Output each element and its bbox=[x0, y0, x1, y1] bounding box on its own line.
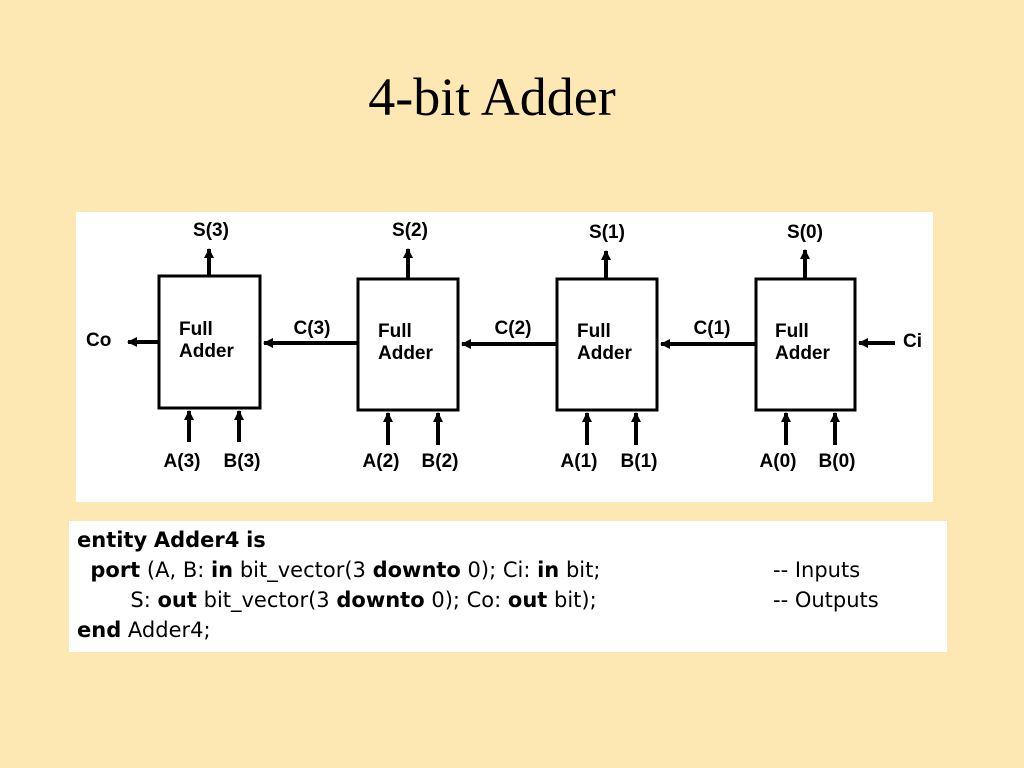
keyword-in: in bbox=[210, 558, 234, 582]
full-adder-label-line1: Full bbox=[577, 321, 611, 342]
full-adder-label-line1: Full bbox=[775, 321, 809, 342]
full-adder-0: Full Adder S(0) A(0) B(0) bbox=[754, 222, 857, 472]
input-a-label: A(1) bbox=[561, 451, 598, 472]
code-text: 0); Ci: bbox=[467, 558, 538, 582]
full-adder-label-line1: Full bbox=[179, 319, 213, 340]
sum-label: S(3) bbox=[193, 220, 229, 241]
comment-inputs: -- Inputs bbox=[773, 558, 861, 582]
input-a-label: A(3) bbox=[164, 451, 201, 472]
keyword-entity: entity bbox=[77, 528, 148, 552]
carry-label-1: C(1) bbox=[694, 318, 731, 339]
input-b-label: B(2) bbox=[422, 451, 459, 472]
code-line-port: port (A, B: in bit_vector(3 downto 0); C… bbox=[77, 555, 947, 585]
input-a-label: A(2) bbox=[363, 451, 400, 472]
input-a-label: A(0) bbox=[760, 451, 797, 472]
keyword-out: out bbox=[507, 588, 548, 612]
adder-diagram: Full Adder S(3) A(3) B(3) Full Adder S(2… bbox=[76, 212, 933, 502]
keyword-downto: downto bbox=[336, 588, 425, 612]
code-text: S: bbox=[130, 588, 158, 612]
code-line-entity: entity Adder4 is bbox=[77, 525, 947, 555]
input-b-label: B(3) bbox=[224, 451, 261, 472]
entity-name-end: Adder4; bbox=[127, 618, 211, 642]
carry-label-2: C(2) bbox=[495, 318, 532, 339]
carry-in-label: Ci bbox=[903, 331, 922, 352]
keyword-downto: downto bbox=[372, 558, 461, 582]
full-adder-label-line2: Adder bbox=[179, 341, 235, 362]
carry-out-label: Co bbox=[86, 330, 111, 351]
full-adder-label-line2: Adder bbox=[775, 343, 831, 364]
code-text: 0); Co: bbox=[431, 588, 508, 612]
code-text: bit_vector(3 bbox=[203, 588, 330, 612]
input-b-label: B(1) bbox=[621, 451, 658, 472]
full-adder-label-line1: Full bbox=[378, 321, 412, 342]
carry-label-3: C(3) bbox=[294, 318, 331, 339]
keyword-port: port bbox=[90, 558, 141, 582]
keyword-end: end bbox=[77, 618, 122, 642]
code-text: bit); bbox=[554, 588, 597, 612]
full-adder-label-line2: Adder bbox=[577, 343, 633, 364]
full-adder-box bbox=[754, 277, 857, 412]
code-line-outputs: S: out bit_vector(3 downto 0); Co: out b… bbox=[77, 585, 947, 615]
code-text: (A, B: bbox=[146, 558, 211, 582]
full-adder-1: Full Adder S(1) A(1) B(1) bbox=[555, 222, 659, 472]
code-text: bit; bbox=[565, 558, 601, 582]
keyword-out: out bbox=[157, 588, 197, 612]
keyword-is: is bbox=[246, 528, 266, 552]
input-b-label: B(0) bbox=[819, 451, 856, 472]
comment-outputs: -- Outputs bbox=[773, 588, 879, 612]
full-adder-label-line2: Adder bbox=[378, 343, 434, 364]
full-adder-2: Full Adder S(2) A(2) B(2) bbox=[356, 220, 460, 472]
sum-label: S(0) bbox=[787, 222, 823, 243]
sum-label: S(1) bbox=[589, 222, 625, 243]
full-adder-3: Full Adder S(3) A(3) B(3) bbox=[157, 220, 262, 472]
code-text: bit_vector(3 bbox=[239, 558, 366, 582]
code-line-end: end Adder4; bbox=[77, 615, 947, 645]
slide-title: 4-bit Adder bbox=[368, 67, 616, 127]
sum-label: S(2) bbox=[392, 220, 428, 241]
adder-diagram-svg: Full Adder S(3) A(3) B(3) Full Adder S(2… bbox=[86, 220, 922, 472]
entity-name: Adder4 bbox=[153, 528, 240, 552]
full-adder-box bbox=[555, 277, 659, 412]
vhdl-code-block: entity Adder4 is port (A, B: in bit_vect… bbox=[69, 521, 947, 652]
keyword-in: in bbox=[537, 558, 560, 582]
